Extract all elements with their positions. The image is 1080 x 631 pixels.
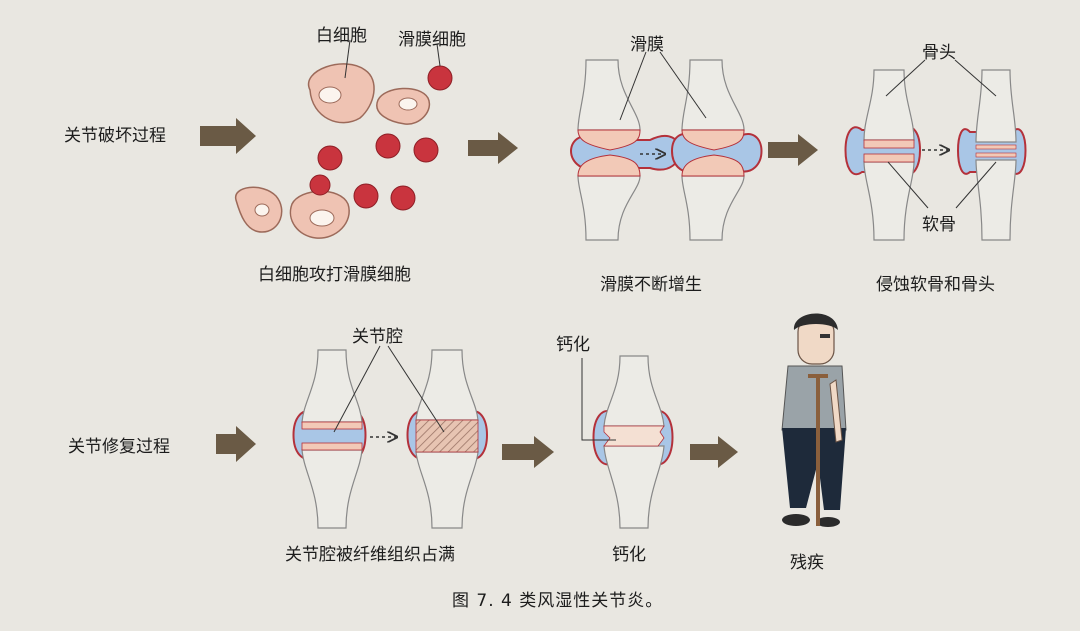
caption-fibrous-filled: 关节腔被纤维组织占满 [285, 545, 455, 565]
stage-arrow [690, 436, 738, 468]
process-label-destruction: 关节破坏过程 [64, 126, 166, 146]
stage-arrow [768, 134, 818, 166]
caption-erosion: 侵蚀软骨和骨头 [876, 275, 995, 295]
label-cartilage: 软骨 [922, 215, 956, 235]
white-blood-cell [376, 87, 431, 125]
label-synovium: 滑膜 [630, 35, 664, 55]
caption-calcification: 钙化 [612, 545, 646, 565]
joint-synovium-a [570, 59, 681, 241]
process-arrow-repair [216, 426, 256, 462]
stage-arrow [468, 132, 518, 164]
joint-cavity-a [292, 349, 367, 529]
synovial-cell [309, 65, 453, 211]
stage-arrow [502, 436, 554, 468]
process-label-repair: 关节修复过程 [68, 437, 170, 457]
label-synovial-cell: 滑膜细胞 [398, 30, 466, 50]
white-blood-cell [235, 186, 283, 233]
joint-synovium-b [671, 59, 763, 241]
caption-synovium-proliferation: 滑膜不断增生 [600, 275, 702, 295]
disabled-person-illustration [781, 313, 847, 527]
label-bone: 骨头 [922, 43, 956, 63]
label-calcification: 钙化 [556, 335, 590, 355]
joint-calcified [592, 355, 674, 529]
label-joint-cavity: 关节腔 [352, 327, 403, 347]
process-arrow-destruction [200, 118, 256, 154]
caption-stage-leukocyte-attack: 白细胞攻打滑膜细胞 [258, 265, 411, 285]
white-blood-cell [307, 63, 375, 124]
joint-cavity-b [406, 349, 488, 529]
caption-disability: 残疾 [790, 553, 824, 573]
label-white-cell: 白细胞 [316, 26, 367, 46]
joint-erosion-a [844, 69, 921, 241]
figure-caption: 图 7. 4 类风湿性关节炎。 [452, 591, 664, 611]
joint-erosion-b [957, 69, 1027, 241]
white-blood-cell [289, 190, 350, 239]
